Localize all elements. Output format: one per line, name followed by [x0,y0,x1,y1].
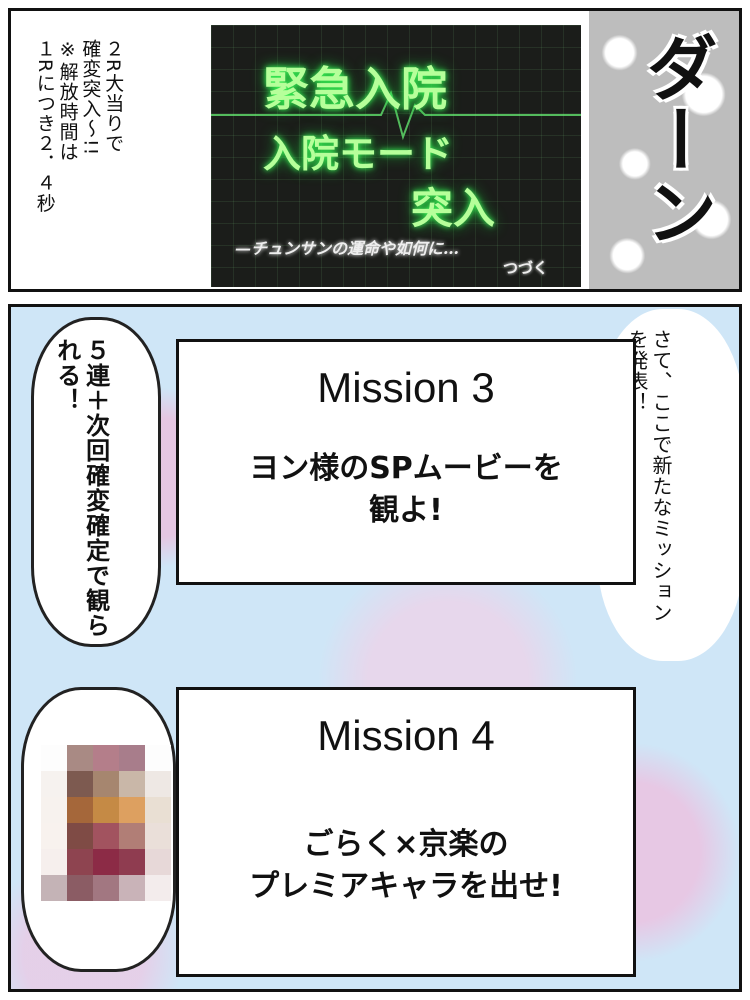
mosaic-image [41,745,171,901]
mosaic-cell [145,797,171,823]
mission-4-title: Mission 4 [317,712,495,759]
mosaic-cell [67,849,93,875]
mission-3-body: ヨン様のSPムービーを 観よ! [179,448,633,532]
mosaic-cell [93,797,119,823]
mosaic-cell [119,875,145,901]
mission-4-line-1: ごらく×京楽の [303,827,509,862]
bokeh-background [589,11,739,289]
speech-bubble-left: ５連＋次回確変確定で観られる！ [31,317,161,647]
screen-title: 緊急入院 [263,62,447,116]
note-line: 確変突入〜!! [79,39,102,157]
mosaic-cell [67,797,93,823]
mission-4-body: ごらく×京楽の プレミアキャラを出せ! [179,824,633,908]
mosaic-cell [67,875,93,901]
speech-text-left: ５連＋次回確変確定で観られる！ [52,338,110,638]
mosaic-cell [145,745,171,771]
note-line: ２R大当りで [102,39,125,154]
mosaic-cell [41,745,67,771]
sound-effect: ダーン [633,31,717,247]
mosaic-cell [41,771,67,797]
mosaic-cell [41,797,67,823]
mission-3-line-1: ヨン様のSPムービーを [249,451,563,486]
mosaic-cell [41,849,67,875]
screen-grid [211,25,581,287]
mission-3-line-2: 観よ! [369,493,443,528]
narration-note: ２R大当りで 確変突入〜!! ※解放時間は １Rにつき２．４秒 [33,39,124,289]
panel-top: ２R大当りで 確変突入〜!! ※解放時間は １Rにつき２．４秒 緊急入院 入院モ… [8,8,742,292]
mosaic-cell [119,771,145,797]
mosaic-cell [119,823,145,849]
pachinko-screen-photo: 緊急入院 入院モード 突入 —チュンサンの運命や如何に… つづく [211,25,581,287]
mosaic-cell [145,771,171,797]
mosaic-cell [41,875,67,901]
mosaic-cell [93,823,119,849]
mosaic-cell [67,771,93,797]
mosaic-cell [145,875,171,901]
mosaic-cell [145,823,171,849]
mosaic-cell [67,823,93,849]
screen-enter: 突入 [411,184,496,233]
mosaic-cell [145,849,171,875]
mosaic-cell [41,823,67,849]
mosaic-cell [93,875,119,901]
mosaic-cell [119,849,145,875]
mosaic-cell [67,745,93,771]
mosaic-cell [119,797,145,823]
mosaic-cell [93,771,119,797]
note-line: ※解放時間は [56,39,79,162]
screen-mode: 入院モード [263,131,454,176]
screen-continued: つづく [503,259,549,277]
screen-subtitle: —チュンサンの運命や如何に… [235,239,460,258]
mosaic-cell [119,745,145,771]
mission-3-card: Mission 3 ヨン様のSPムービーを 観よ! [176,339,636,585]
mosaic-cell [93,849,119,875]
mosaic-cell [93,745,119,771]
note-line: １Rにつき２．４秒 [33,39,56,214]
panel-bottom: ５連＋次回確変確定で観られる！ さて、ここで新たなミッションを発表！ Missi… [8,304,742,992]
mission-4-line-2: プレミアキャラを出せ! [249,869,563,904]
mission-3-title: Mission 3 [317,364,495,411]
mission-4-card: Mission 4 ごらく×京楽の プレミアキャラを出せ! [176,687,636,977]
ecg-line [211,90,581,141]
